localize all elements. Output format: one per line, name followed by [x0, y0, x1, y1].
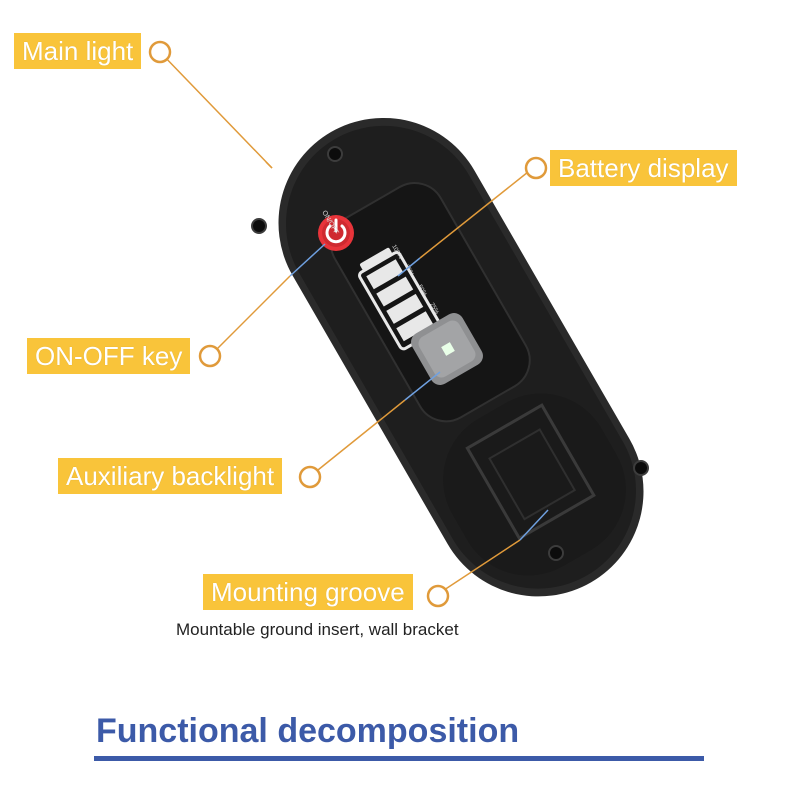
- leader-markers: [148, 40, 548, 608]
- marker-main-light: [148, 40, 172, 64]
- marker-on-off-key: [198, 344, 222, 368]
- callout-mounting-groove: Mounting groove: [203, 574, 413, 610]
- marker-mounting-groove: [426, 584, 450, 608]
- callout-main-light: Main light: [14, 33, 142, 69]
- callout-auxiliary-backlight: Auxiliary backlight: [58, 458, 283, 494]
- mounting-caption: Mountable ground insert, wall bracket: [176, 620, 459, 639]
- screw-holes: [251, 146, 649, 561]
- battery-level-50: 50%: [416, 284, 428, 298]
- auxiliary-backlight-lens: [411, 313, 483, 385]
- marker-auxiliary-backlight: [298, 465, 322, 489]
- battery-indicator: [358, 247, 442, 351]
- callout-battery-display: Battery display: [550, 150, 737, 186]
- battery-level-25: 25%: [428, 302, 440, 316]
- power-icon: [325, 218, 347, 244]
- mounting-groove-area: [443, 393, 626, 576]
- marker-battery-display: [524, 156, 548, 180]
- power-button[interactable]: [318, 215, 354, 251]
- footer-title: Functional decomposition: [96, 712, 520, 750]
- leader-lines: [159, 51, 549, 595]
- battery-level-75: 75%: [403, 264, 415, 278]
- footer-underline: [94, 756, 704, 761]
- callout-on-off-key: ON-OFF key: [27, 338, 191, 374]
